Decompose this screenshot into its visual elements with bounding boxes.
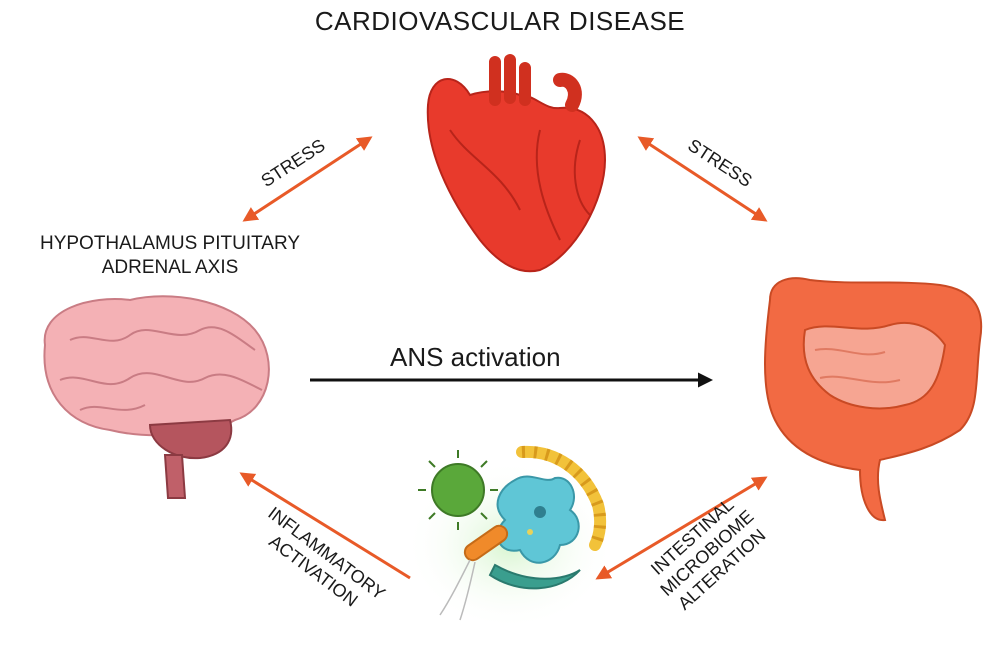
ans-activation-label: ANS activation [390, 342, 561, 372]
heart-icon [426, 54, 607, 273]
arrow-inflammatory [239, 472, 411, 580]
hpa-label-line2: ADRENAL AXIS [101, 257, 239, 278]
hpa-axis-label: HYPOTHALAMUS PITUITARY ADRENAL AXIS [0, 232, 340, 280]
arrow-stress-left [242, 136, 373, 222]
virus-icon [418, 450, 498, 530]
brain-icon [43, 295, 270, 499]
hpa-label-line1: HYPOTHALAMUS PITUITARY [39, 233, 301, 254]
arrow-intestinal [595, 476, 768, 580]
bacteria-rod-icon [488, 563, 581, 590]
bacteria-icon [439, 524, 509, 621]
arrow-stress-right [637, 136, 768, 222]
amoeba-icon [496, 475, 580, 564]
diagram-title: CARDIOVASCULAR DISEASE [314, 6, 686, 36]
intestine-icon [764, 277, 983, 522]
microbes-group [405, 445, 615, 630]
